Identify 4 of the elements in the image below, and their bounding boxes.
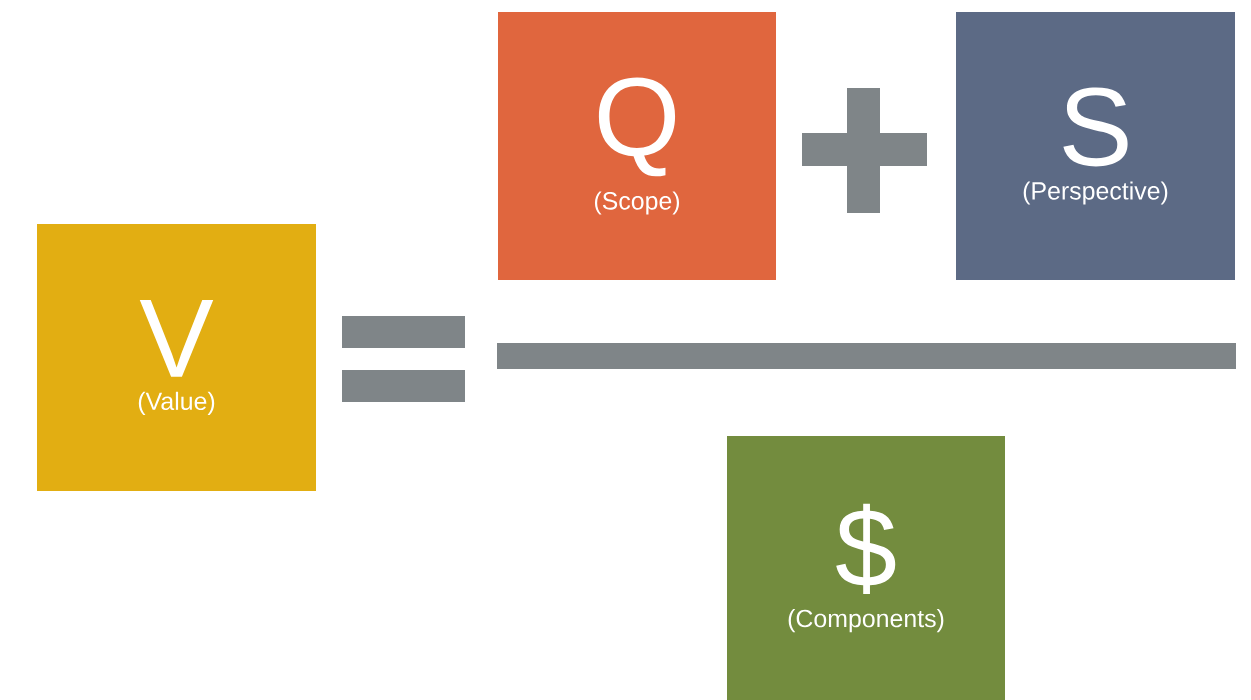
letter-box: S (Perspective): [956, 12, 1235, 280]
letter-box: Q (Scope): [498, 12, 776, 280]
letter-box: V (Value): [37, 224, 316, 491]
letter-box: $ (Components): [727, 436, 1005, 700]
